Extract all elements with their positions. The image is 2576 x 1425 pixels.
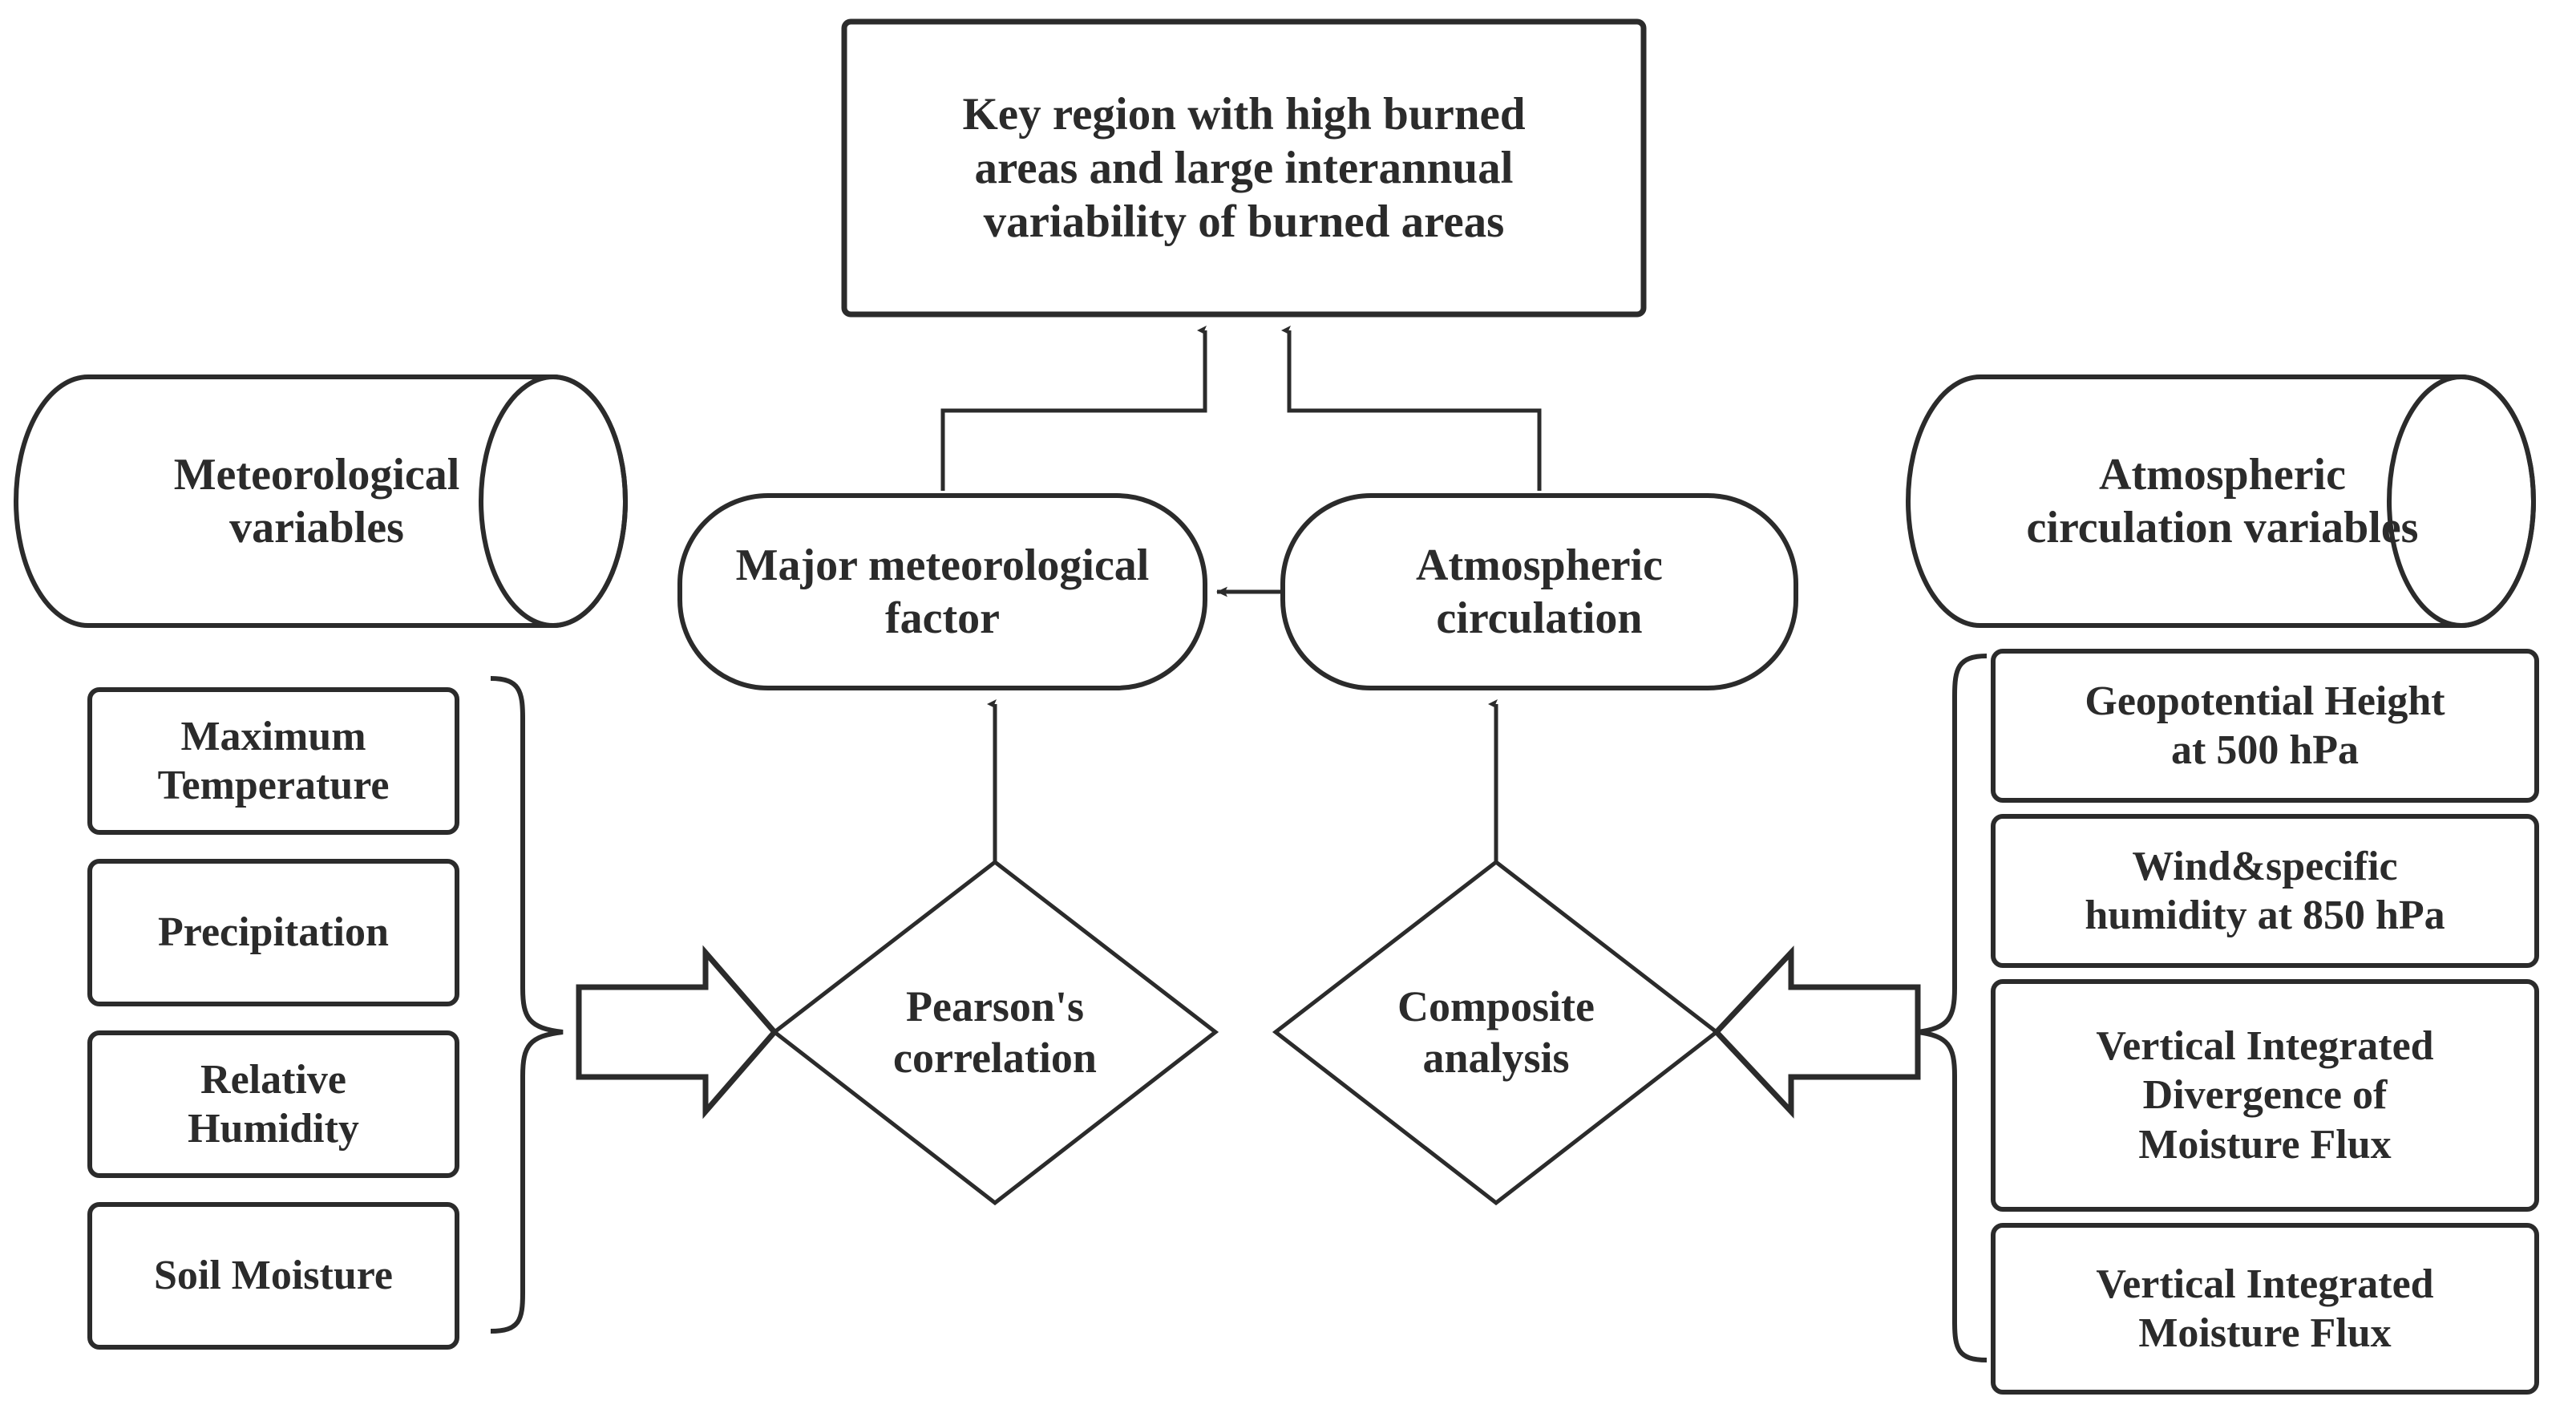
right-variable-box-2[interactable] [1991,979,2539,1212]
left-block-arrow-icon [576,945,778,1119]
right-variable-box-0[interactable] [1991,649,2539,803]
atmospheric-circulation-box[interactable] [1280,493,1798,690]
connector-factor-to-key-region [940,326,1207,491]
right-variable-box-3[interactable] [1991,1223,2539,1395]
right-block-arrow-icon [1713,945,1921,1119]
connector-circulation-to-key-region [1281,326,1542,491]
major-meteorological-factor-box[interactable] [677,493,1207,690]
meteorological-variables-cylinder[interactable] [14,374,628,628]
pearsons-correlation-diamond[interactable] [770,859,1219,1206]
right-variables-brace-icon [1917,654,1988,1362]
left-variable-box-2[interactable] [87,1030,459,1178]
left-variables-brace-icon [490,676,564,1334]
atmospheric-circulation-variables-cylinder[interactable] [1906,374,2536,628]
right-variable-box-1[interactable] [1991,814,2539,968]
left-variable-box-3[interactable] [87,1202,459,1350]
key-region-box[interactable] [841,18,1647,318]
left-variable-box-1[interactable] [87,859,459,1006]
left-variable-box-0[interactable] [87,687,459,835]
composite-analysis-diamond[interactable] [1272,859,1721,1206]
